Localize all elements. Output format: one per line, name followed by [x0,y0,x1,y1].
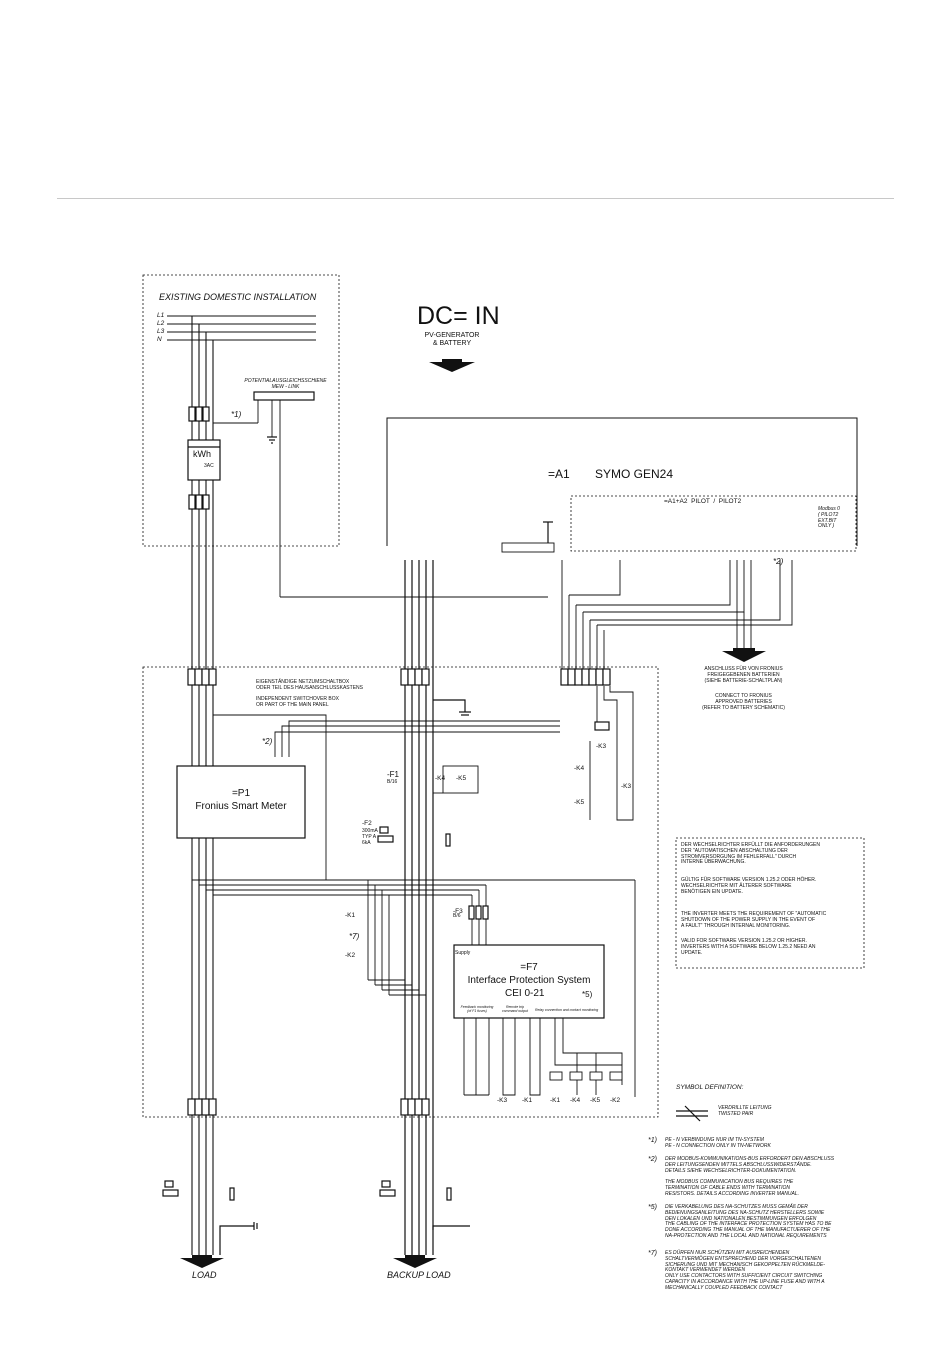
existing-installation-box [142,274,340,547]
dc-in-title: DC= IN [417,302,500,330]
inverter-label: =A1 [548,467,570,481]
load-label: LOAD [192,1270,217,1280]
ips-group-relay: Relay connection and contact monitoring [535,1008,599,1012]
meter-label: kWh [193,449,211,459]
battery-note-en: CONNECT TO FRONIUS APPROVED BATTERIES (R… [702,693,785,711]
busbars [167,315,316,341]
relay-k3-coil [594,721,610,731]
terminal-block-x3 [400,1098,430,1116]
bottom-label-k5: -K5 [590,1097,601,1104]
bottom-label-k1b: -K1 [550,1097,561,1104]
ips-box [453,944,605,1019]
potential-bar-label: POTENTIALAUSGLEICHSSCHIENE [244,378,327,384]
utility-meter-box [187,439,221,481]
footnote-ref-1: *1) [648,1137,657,1144]
twisted-ref: *2) [773,557,784,566]
potential-bar-label-en: MEW - LINK [271,384,300,390]
k5-label: -K5 [456,775,467,782]
terminal-block-x5 [560,668,611,686]
terminal-block-x1 [187,668,217,686]
pilot-title: =A1+A2 PILOT / PILOT2 [664,498,742,505]
fuse-f3 [468,905,489,920]
info-box-frame [675,837,865,969]
ips-name: Interface Protection System [467,975,591,986]
bottom-label-k3: -K3 [497,1097,508,1104]
bottom-label-k4: -K4 [570,1097,581,1104]
legend-twisted-en: TWISTED PAIR [718,1111,754,1117]
backup-load-label: BACKUP LOAD [387,1270,451,1280]
switchover-en: INDEPENDENT SWITCHOVER BOX OR PART OF TH… [256,696,339,708]
signal-lines [561,560,793,672]
info-en-2: VALID FOR SOFTWARE VERSION 1.25.2 OR HIG… [681,938,816,956]
ips-label: =F7 [520,962,538,973]
existing-installation-title: EXISTING DOMESTIC INSTALLATION [159,292,317,302]
battery-arrow [722,648,766,662]
footnote-ref-7: *7) [648,1250,657,1257]
ips-note-ref: *5) [582,990,593,999]
phase-label-l1: L1 [157,312,165,319]
pilot-box-frame [570,495,857,552]
dc-in-subtitle: PV-GENERATOR & BATTERY [424,332,480,348]
potential-bar [253,391,315,401]
ips-supply: Supply [455,950,471,956]
switchover-box-frame [142,666,659,1118]
info-de-1: DER WECHSELRICHTER ERFÜLLT DIE ANFORDERU… [681,842,820,866]
battery-note-de: ANSCHLUSS FÜR VON FRONIUS FREIGEGEBENEN … [704,666,783,684]
k1-label: -K1 [345,912,356,919]
relay-coils [549,1071,623,1081]
footnote-text-2: DER MODBUS-KOMMUNIKATIONS-BUS ERFORDERT … [665,1156,835,1197]
modbus-note: Modbus 0 ( PILOT2 EXT.BIT ONLY ) [818,506,840,530]
ips-group-feedback: Feedback monitoring (of F1 fuses) [460,1005,494,1014]
smart-meter-note-ref: *2) [262,737,273,746]
footnote-ref-2: *2) [648,1156,657,1163]
ips-outputs [463,1018,623,1096]
phase-label-n: N [157,336,162,343]
phase-label-l2: L2 [157,320,165,327]
k5-contact-label: -K5 [574,799,585,806]
k4-label: -K4 [435,775,446,782]
backup-load-arrow [393,1255,437,1268]
ips-group-remote: Remote trip command output [501,1005,529,1014]
ips-bus-lines [192,879,636,1097]
k3-label: -K3 [596,743,607,750]
smart-meter-label: =P1 [231,788,251,799]
k3-contact-label: -K3 [621,783,632,790]
inverter-frame [386,417,858,546]
f1-label: -F1 [387,770,399,779]
footnote-text-7: ES DÜRFEN NUR SCHÜTZEN MIT AUSREICHENDEN… [665,1250,825,1291]
meter-sub: 3AC [204,463,214,469]
meter-fuses [188,406,210,510]
note-ref-1: *1) [231,410,242,419]
page-divider [57,198,894,199]
switchover-de: EIGENSTÄNDIGE NETZUMSCHALTBOX ODER TEIL … [256,679,363,691]
info-de-2: GÜLTIG FÜR SOFTWARE VERSION 1.25.2 ODER … [681,877,817,895]
terminal-block-x2 [187,1098,217,1116]
footnote-text-5: DIE VERKABELUNG DES NA-SCHUTZES MUSS GEM… [665,1204,832,1239]
f1-rating: B/16 [387,779,398,785]
footnote-text-1: PE - N VERBINDUNG NUR IM TN-SYSTEM PE - … [665,1137,771,1149]
k4-contact-label: -K4 [574,765,585,772]
smart-meter-name: Fronius Smart Meter [195,801,287,812]
load-arrow [180,1255,224,1268]
f3-label: -F3 [453,908,463,915]
ips-standard: CEI 0-21 [505,988,545,999]
legend-title: SYMBOL DEFINITION: [676,1084,744,1091]
bottom-label-k2: -K2 [610,1097,621,1104]
bottom-label-k1a: -K1 [522,1097,533,1104]
phase-label-l3: L3 [157,328,165,335]
k-note-ref: *7) [349,932,360,941]
legend-twisted-de: VERDRILLTE LEITUNG [718,1105,772,1111]
f3-rating: B/6 [453,913,461,919]
inverter-name: SYMO GEN24 [595,467,674,481]
f2-rating: 300mA TYP A 6kA [362,828,378,846]
info-en-1: THE INVERTER MEETS THE REQUIREMENT OF "A… [681,911,827,929]
footnote-ref-5: *5) [648,1204,657,1211]
smart-meter-box [176,765,306,839]
dc-in-arrow [429,359,475,372]
k2-label: -K2 [345,952,356,959]
inverter-ac-lines [404,560,434,1255]
f2-label: -F2 [362,820,372,827]
terminal-block-x4 [400,668,430,686]
